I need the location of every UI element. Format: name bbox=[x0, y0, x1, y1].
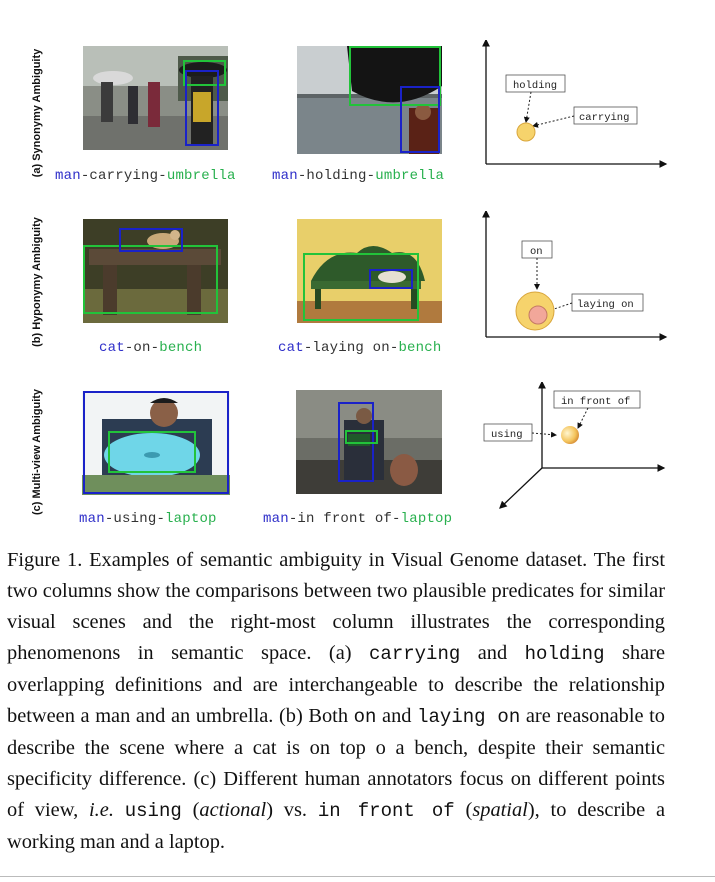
svg-text:in front of: in front of bbox=[561, 396, 630, 408]
bbox-umbrella bbox=[183, 60, 226, 86]
caption-cat-laying-on-bench: cat-laying on-bench bbox=[278, 340, 442, 356]
caption-cat-on-bench: cat-on-bench bbox=[99, 340, 203, 356]
bbox-umbrella bbox=[349, 46, 441, 106]
diagram-hyponymy: on laying on bbox=[482, 211, 668, 341]
diagram-synonymy: holding carrying bbox=[482, 40, 668, 168]
bbox-man bbox=[83, 391, 229, 494]
bbox-man bbox=[400, 86, 440, 153]
row-label-multiview: (c) Multi-view Ambiguity bbox=[31, 388, 43, 516]
caption-man-holding-umbrella: man-holding-umbrella bbox=[272, 168, 445, 184]
caption-man-in-front-of-laptop: man-in front of-laptop bbox=[263, 511, 453, 527]
photo-man-using-laptop bbox=[82, 391, 230, 495]
photo-cat-laying-on-bench bbox=[297, 219, 442, 323]
figure-caption: Figure 1. Examples of semantic ambiguity… bbox=[7, 549, 666, 853]
svg-text:using: using bbox=[491, 429, 523, 441]
bbox-bench bbox=[303, 253, 419, 321]
svg-text:laying on: laying on bbox=[577, 299, 634, 311]
svg-text:carrying: carrying bbox=[579, 112, 629, 124]
caption-man-carrying-umbrella: man-carrying-umbrella bbox=[55, 168, 236, 184]
bbox-cat bbox=[369, 269, 413, 289]
photo-man-carrying-umbrella bbox=[83, 46, 228, 150]
page-divider bbox=[0, 876, 715, 877]
bbox-cat bbox=[119, 228, 183, 252]
bbox-laptop bbox=[108, 431, 196, 473]
photo-man-holding-umbrella bbox=[297, 46, 442, 154]
svg-text:holding: holding bbox=[513, 80, 557, 92]
photo-man-in-front-of-laptop bbox=[296, 390, 442, 494]
bbox-laptop bbox=[345, 430, 378, 444]
row-label-hyponymy: (b) Hyponymy Ambiguity bbox=[31, 217, 43, 347]
caption-man-using-laptop: man-using-laptop bbox=[79, 511, 217, 527]
bbox-man bbox=[185, 70, 219, 146]
svg-text:on: on bbox=[530, 246, 543, 258]
row-label-synonymy: (a) Synonymy Ambiguity bbox=[31, 48, 43, 178]
bbox-bench bbox=[83, 245, 218, 314]
photo-cat-on-bench bbox=[83, 219, 228, 323]
diagram-multiview: in front of using bbox=[483, 382, 666, 509]
